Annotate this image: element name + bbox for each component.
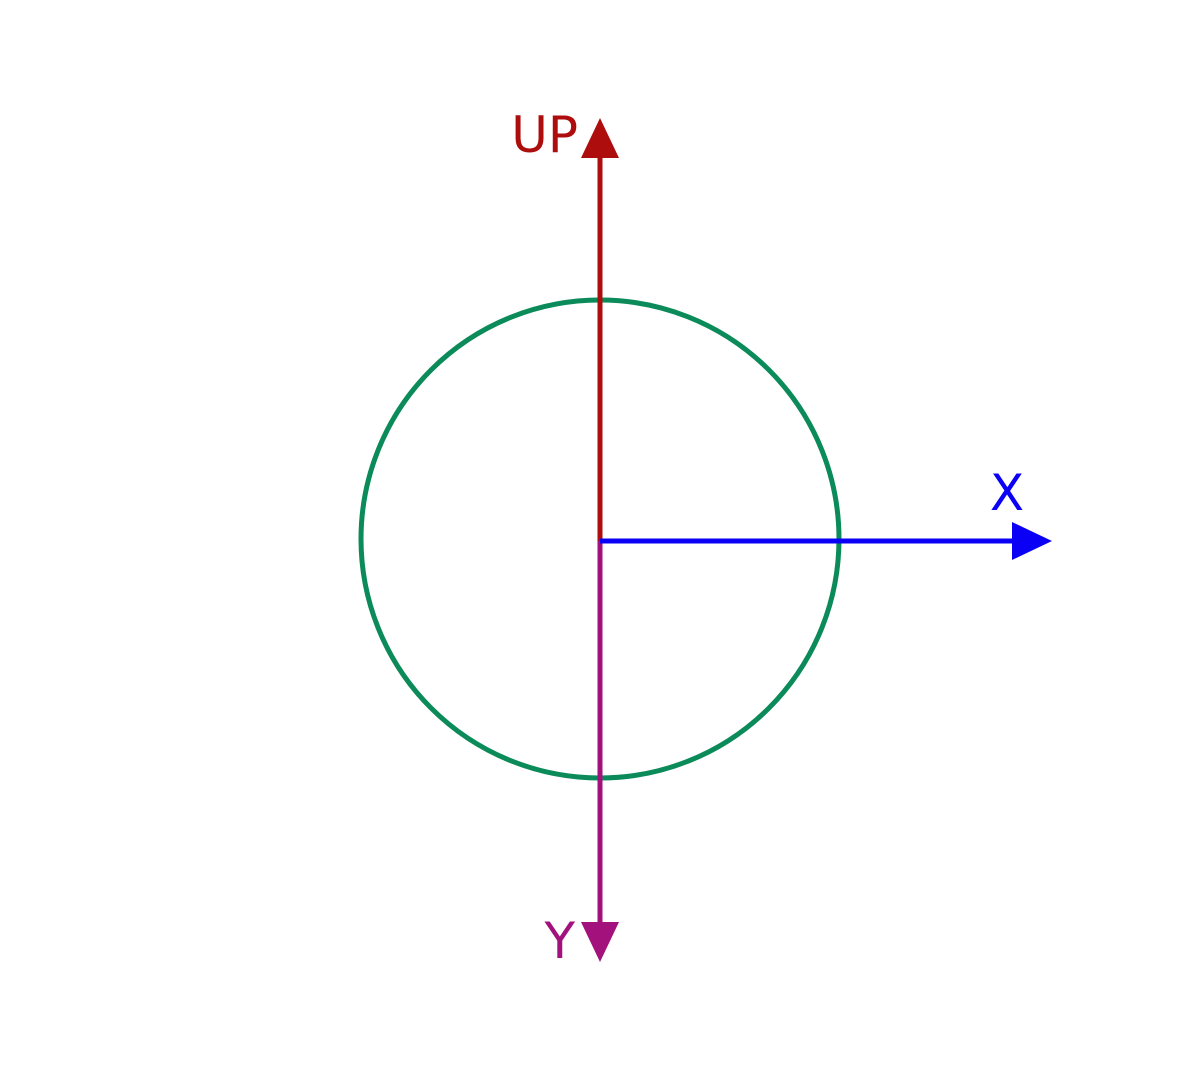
up-arrowhead-icon: [581, 118, 619, 158]
x-arrowhead-icon: [1012, 522, 1052, 560]
y-arrowhead-icon: [581, 922, 619, 962]
y-axis-label: Y: [543, 912, 575, 970]
x-axis-label: X: [990, 464, 1024, 522]
up-axis-label: UP: [511, 106, 578, 164]
